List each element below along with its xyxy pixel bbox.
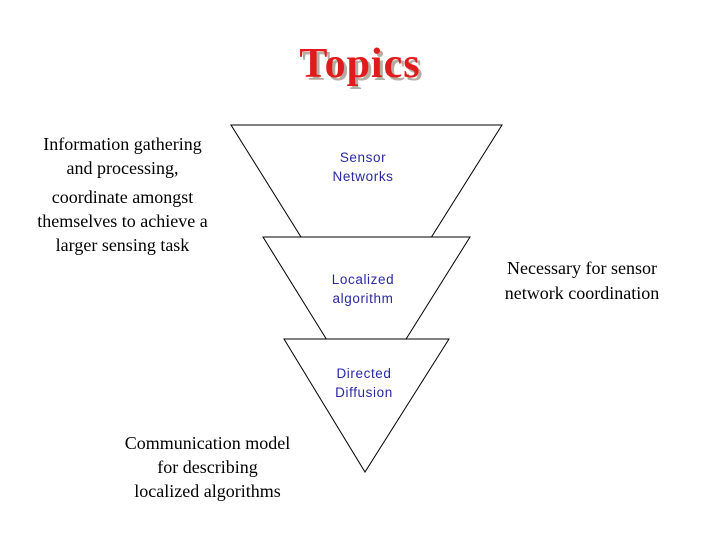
funnel-label-line: Sensor <box>339 150 387 165</box>
funnel-label-line: Networks <box>332 169 394 184</box>
text-line: localized algorithms <box>134 481 281 501</box>
text-line: and processing, <box>66 158 179 178</box>
funnel-label-localized-algorithm: Localized algorithm <box>298 270 428 308</box>
funnel-level-1-triangle <box>230 124 503 342</box>
page-title: Topics <box>299 41 421 87</box>
bottom-annotation: Communication model for describing local… <box>105 431 310 503</box>
text-line: network coordination <box>504 283 660 303</box>
text-line: for describing <box>157 457 258 477</box>
funnel-label-line: Localized <box>331 272 395 287</box>
left-annotation-paragraph-2: coordinate amongst themselves to achieve… <box>15 185 230 257</box>
text-line: themselves to achieve a <box>37 211 208 231</box>
text-line: larger sensing task <box>55 235 190 255</box>
text-line: Necessary for sensor <box>507 258 657 278</box>
funnel-level-3-triangle <box>283 338 450 473</box>
funnel-label-line: algorithm <box>332 291 394 306</box>
funnel-label-sensor-networks: Sensor Networks <box>298 148 428 186</box>
funnel-label-line: Diffusion <box>335 385 393 400</box>
funnel-label-line: Directed <box>336 366 392 381</box>
funnel-label-directed-diffusion: Directed Diffusion <box>299 364 429 402</box>
right-annotation: Necessary for sensor network coordinatio… <box>482 256 682 306</box>
funnel-level-2-triangle <box>262 236 471 404</box>
text-line: Information gathering <box>43 134 202 154</box>
text-line: coordinate amongst <box>51 187 194 207</box>
text-line: Communication model <box>124 433 291 453</box>
left-annotation: Information gathering and processing, co… <box>15 132 230 257</box>
left-annotation-paragraph-1: Information gathering and processing, <box>15 132 230 180</box>
